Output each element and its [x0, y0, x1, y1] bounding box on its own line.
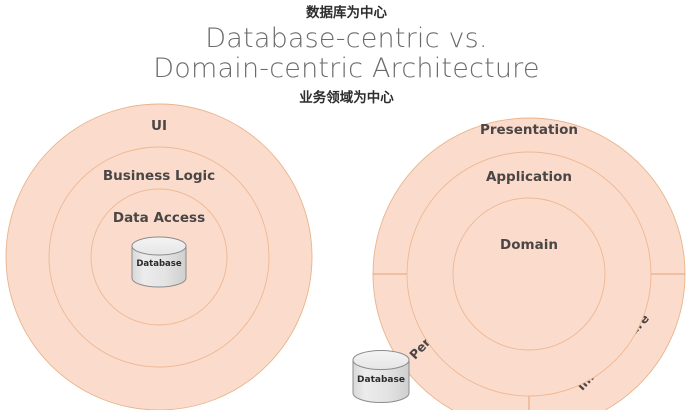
cylinder-label: Database — [136, 259, 181, 269]
chinese-caption-top: 数据库为中心 — [306, 4, 387, 21]
ring-label-presentation: Presentation — [480, 122, 578, 138]
database-cylinder-standalone[interactable]: Database — [352, 350, 410, 403]
cylinder-body — [352, 359, 410, 403]
cylinder-top — [352, 350, 410, 370]
ring-label-data-access: Data Access — [113, 210, 205, 226]
chinese-caption-bottom: 业务领域为中心 — [299, 89, 394, 106]
cylinder-top — [131, 236, 187, 256]
page-title-line-1: Database-centric vs. — [205, 23, 487, 54]
left-architecture-diagram: UI Business Logic Data Access Database — [5, 103, 313, 410]
ring-label-business-logic: Business Logic — [103, 168, 215, 184]
database-cylinder-left[interactable]: Database — [131, 236, 187, 288]
cylinder-body — [131, 245, 187, 288]
right-architecture-diagram: Presentation Persistence Infrastructure … — [372, 117, 686, 410]
title-block: 数据库为中心 Database-centric vs. Domain-centr… — [153, 4, 539, 106]
ring-label-ui: UI — [151, 118, 167, 134]
page-title-line-2: Domain-centric Architecture — [153, 53, 539, 84]
cylinder-label: Database — [357, 375, 405, 385]
ring-domain[interactable] — [452, 197, 606, 351]
ring-label-application: Application — [486, 169, 572, 185]
ring-label-domain: Domain — [500, 237, 558, 253]
